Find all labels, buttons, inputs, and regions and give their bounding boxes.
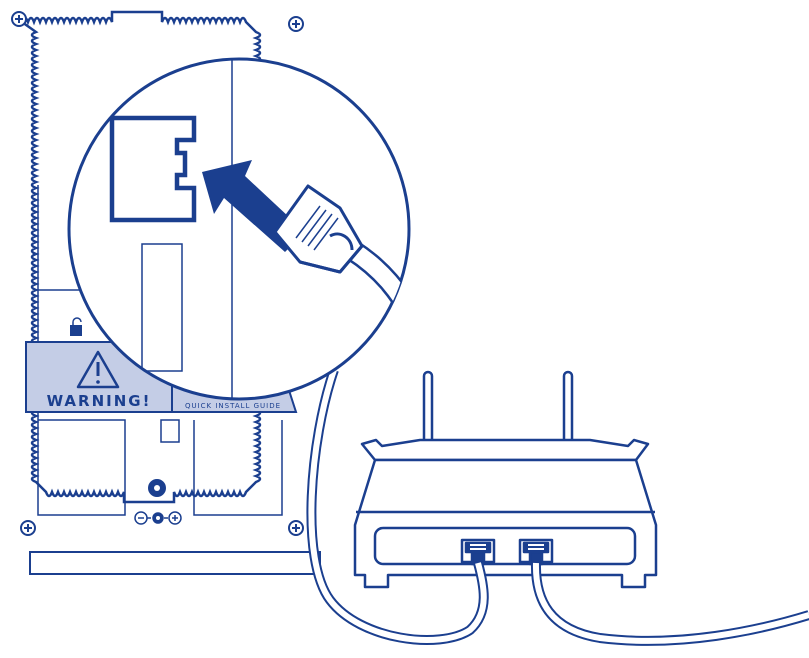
ethernet-plug-icon — [273, 184, 364, 274]
nas-base-plate — [29, 551, 321, 575]
zoom-detail — [67, 57, 411, 401]
router-port-bay — [373, 526, 637, 566]
router-top — [360, 438, 650, 462]
nas-right-panel — [193, 420, 283, 516]
ethernet-port-icon — [460, 538, 496, 566]
warning-text: WARNING! — [47, 392, 152, 410]
power-polarity-icon — [134, 511, 182, 525]
router — [353, 370, 658, 589]
screw-icon — [288, 520, 304, 536]
router-body — [353, 458, 658, 589]
nas-center-slot — [160, 419, 180, 443]
screw-icon — [11, 11, 27, 27]
warning-triangle-icon — [76, 350, 120, 389]
ethernet-port-icon — [518, 538, 554, 566]
screw-icon — [288, 16, 304, 32]
zoom-slot — [141, 243, 183, 372]
screw-icon — [20, 520, 36, 536]
padlock-icon — [70, 317, 82, 336]
quick-install-guide-text: QUICK INSTALL GUIDE — [185, 402, 281, 410]
ethernet-port-icon — [109, 115, 197, 223]
ethernet-cables — [306, 368, 809, 646]
